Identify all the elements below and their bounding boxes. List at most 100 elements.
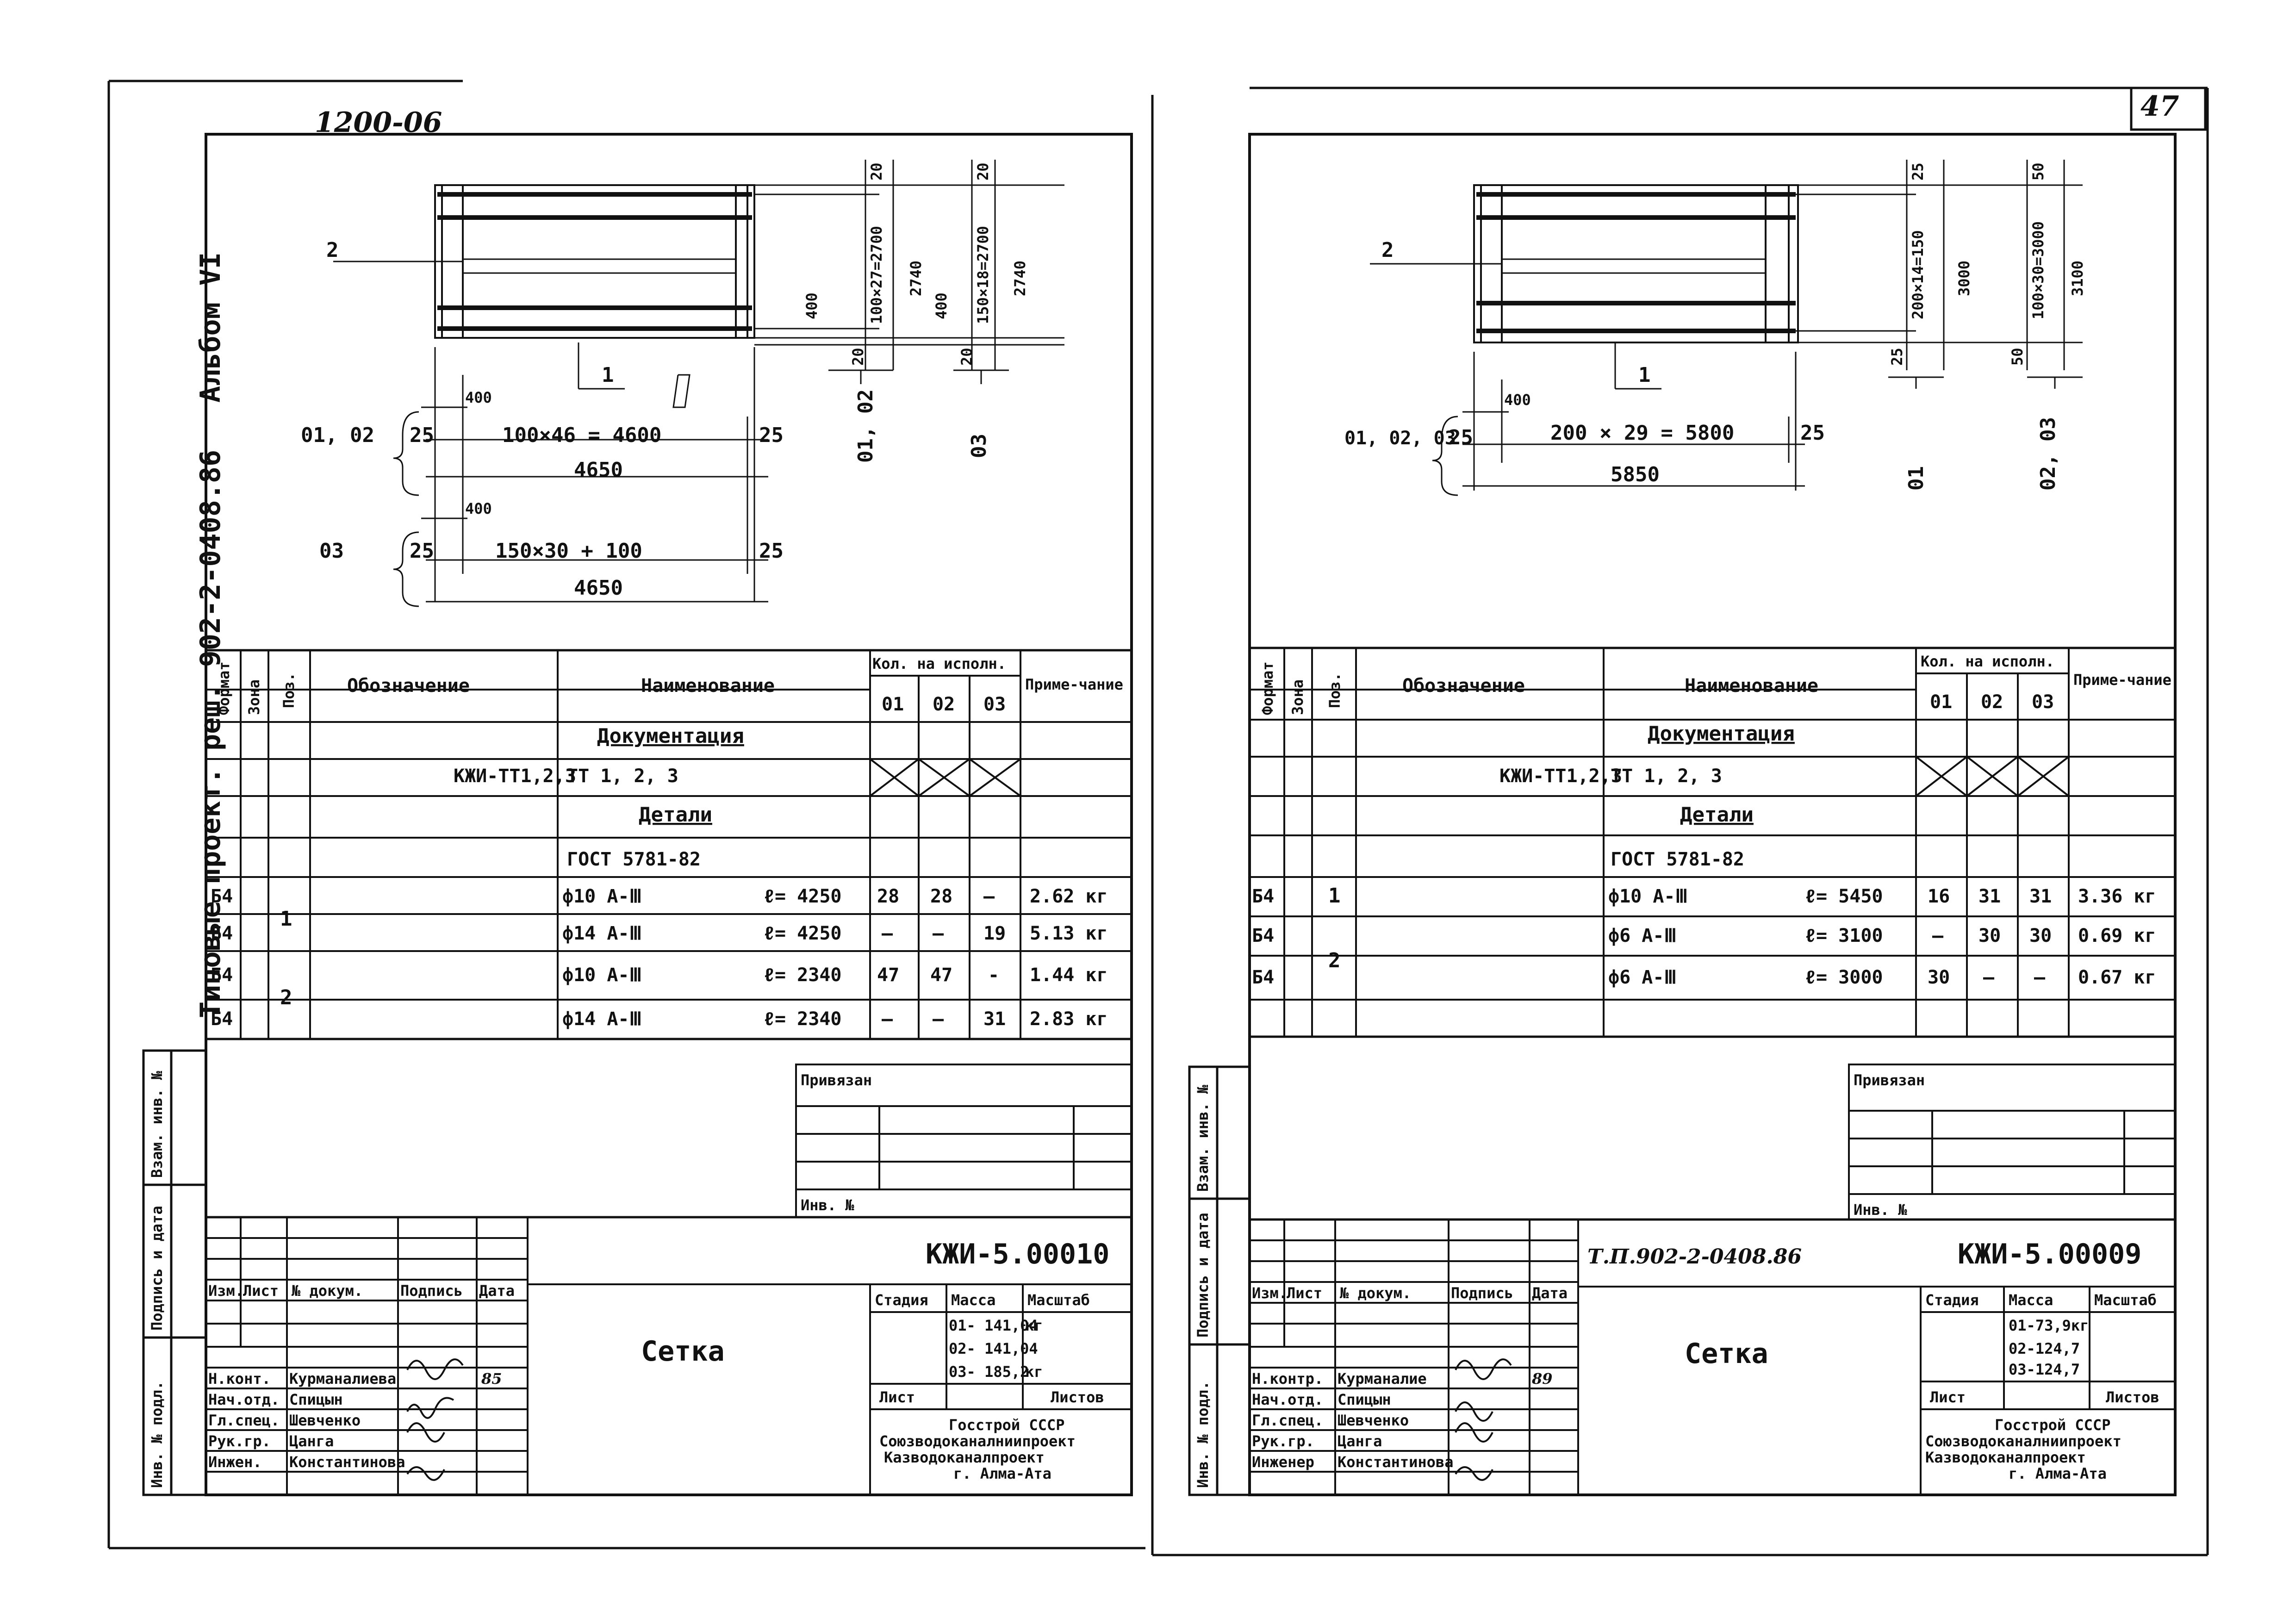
right-dim-top-2: 50 [2029, 162, 2047, 180]
right-stamp-role: Рук.гр. [1252, 1432, 1314, 1450]
left-inv: Инв. № [801, 1196, 854, 1214]
left-dim-v-4: 2740 [1011, 261, 1029, 296]
right-hdr-01: 01 [1930, 691, 1952, 713]
right-org: Союзводоканалниипроект [1925, 1432, 2121, 1450]
right-stamp-role: Инженер [1252, 1453, 1314, 1471]
left-pos1-label: 1 [602, 363, 614, 387]
right-stadiya: Стадия [1925, 1291, 1979, 1309]
right-privyazan: Привязан [1854, 1071, 1925, 1089]
right-row-naim: ф6 А-Ⅲ [1608, 967, 1677, 988]
right-dim-b-1: 25 [1888, 348, 1906, 366]
right-dim-v-3: 100×30=3000 [2029, 221, 2047, 319]
right-hdr-poz: Поз. [1326, 672, 1344, 708]
right-dim-top-1: 25 [1909, 162, 1927, 180]
left-dim-400-d: 400 [465, 500, 492, 517]
left-row-c3: — [983, 886, 995, 907]
right-hdr-naim: Наименование [1685, 675, 1818, 697]
left-stamp-role: Нач.отд. [208, 1391, 280, 1408]
left-row-c2: — [933, 923, 944, 944]
right-stamp-role: Гл.спец. [1252, 1412, 1323, 1429]
right-hdr-format: Формат [1259, 661, 1276, 715]
handwritten-code: 1200-06 [315, 106, 442, 139]
left-row-naim: ф10 А-Ⅲ [562, 886, 642, 907]
right-stamp-hdr: Лист [1287, 1284, 1322, 1302]
left-mass-val: 02- 141,04 [949, 1340, 1038, 1357]
left-stamp-person: Спицын [289, 1391, 343, 1408]
left-dim-top-1: 20 [868, 162, 885, 180]
right-org: Казводоканалпроект [1925, 1449, 2086, 1466]
left-stamp-person: Константинова [289, 1453, 405, 1471]
left-row-poz: 2 [280, 986, 292, 1009]
project-label: Типовые проект. реш. 902-2-0408.86 [194, 450, 227, 1018]
left-row-naim: ф14 А-Ⅲ [562, 1008, 642, 1030]
left-hdr-01: 01 [882, 694, 904, 715]
left-dim-400-c: 400 [465, 389, 492, 406]
left-listov: Листов [1051, 1388, 1104, 1406]
left-doc-naim: ТТ 1, 2, 3 [567, 765, 678, 787]
left-stamp-role: Гл.спец. [208, 1412, 280, 1429]
right-doc-oboz: КЖИ-ТТ1,2,3 [1499, 765, 1622, 787]
right-dim-v-2: 3000 [1955, 261, 1973, 296]
left-privyazan: Привязан [801, 1071, 872, 1089]
left-row1-total: 4650 [574, 458, 623, 482]
left-row3-b: 150×30 + 100 [495, 539, 642, 563]
left-row-c2: — [933, 1008, 944, 1030]
left-stamp-person: Цанга [289, 1432, 334, 1450]
right-masshtab: Масштаб [2094, 1291, 2157, 1309]
right-dim-v-4: 3100 [2069, 261, 2086, 296]
left-row-f: Б4 [211, 964, 233, 986]
right-pos2-label: 2 [1381, 238, 1394, 262]
left-stamp-role: Рук.гр. [208, 1432, 271, 1450]
right-row-naim: ф6 А-Ⅲ [1608, 925, 1677, 946]
left-row-c1: — [882, 1008, 893, 1030]
left-row-prim: 5.13 кг [1030, 923, 1108, 944]
left-row1-c: 25 [759, 423, 784, 447]
right-row-c2: 31 [1978, 886, 2001, 907]
right-mass-val: 02-124,7 [2009, 1340, 2080, 1357]
left-org: Казводоканалпроект [884, 1449, 1045, 1466]
left-pos2-label: 2 [326, 238, 339, 262]
left-row-f: Б4 [211, 1008, 233, 1030]
right-row-poz: 2 [1328, 949, 1341, 972]
left-stamp-person: Курманалиева [289, 1370, 396, 1388]
left-row-len: ℓ= 4250 [764, 886, 842, 907]
right-tp-code: Т.П.902-2-0408.86 [1587, 1245, 1802, 1269]
left-row-c1: — [882, 923, 893, 944]
right-hdr-03: 03 [2032, 691, 2054, 713]
right-row-f: Б4 [1252, 967, 1274, 988]
right-row-total: 5850 [1611, 463, 1660, 486]
right-row-c: 25 [1800, 421, 1825, 445]
left-row-len: ℓ= 2340 [764, 1008, 842, 1030]
left-stamp-hdr: № докум. [292, 1282, 363, 1300]
right-org: Госстрой СССР [1995, 1416, 2110, 1434]
right-row-c1: 30 [1928, 967, 1950, 988]
right-massa: Масса [2009, 1291, 2053, 1309]
right-row-c2: — [1983, 967, 1995, 988]
left-dim-20-a: 20 [849, 348, 867, 366]
left-hdr-oboz: Обозначение [347, 675, 470, 697]
right-dim-b-2: 50 [2009, 348, 2026, 366]
right-stamp-hdr: Дата [1532, 1284, 1568, 1302]
right-hdr-kol: Кол. на исполн. [1921, 653, 2054, 670]
left-dim-v-2: 2740 [907, 261, 925, 296]
right-stamp-role: Нач.отд. [1252, 1391, 1323, 1408]
left-row-naim: ф10 А-Ⅲ [562, 964, 642, 986]
left-v-label-2: 03 [967, 434, 991, 458]
right-stamp-hdr: № докум. [1340, 1284, 1411, 1302]
side-inv-right: Инв. № подл. [1194, 1381, 1212, 1488]
left-row-c2: 28 [930, 886, 952, 907]
right-mass-val: 01-73,9кг [2009, 1317, 2089, 1334]
right-org: г. Алма-Ата [2009, 1465, 2107, 1482]
left-dim-20-b: 20 [958, 348, 976, 366]
right-row-len: ℓ= 5450 [1805, 886, 1883, 907]
left-section-doc: Документация [597, 724, 744, 748]
left-kg: кг [1025, 1317, 1043, 1334]
right-inv: Инв. № [1854, 1201, 1907, 1219]
right-row-c3: 31 [2029, 886, 2052, 907]
left-dim-400-a: 400 [803, 292, 821, 319]
right-stamp-hdr: Подпись [1451, 1284, 1513, 1302]
left-hdr-zona: Зона [245, 679, 263, 715]
left-dim-v-3: 150×18=2700 [974, 226, 992, 324]
right-row-c1: — [1932, 925, 1944, 946]
